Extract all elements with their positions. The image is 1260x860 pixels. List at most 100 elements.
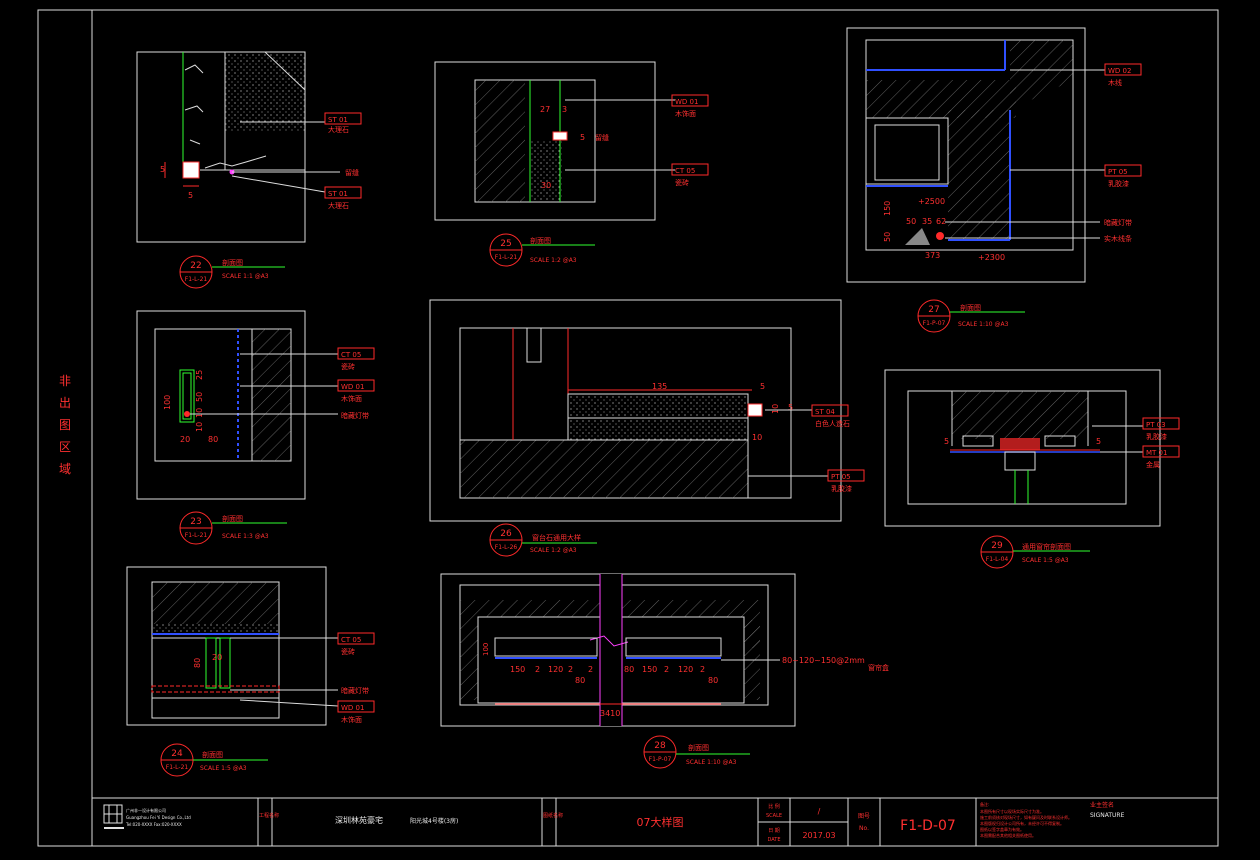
detail-27-callout: 27 F1-P-07 剖面图 SCALE 1:10 @A3 (917, 299, 1025, 333)
svg-text:10: 10 (752, 433, 762, 442)
svg-text:剖面图: 剖面图 (960, 303, 981, 312)
svg-text:ST 01: ST 01 (328, 190, 348, 198)
svg-text:2: 2 (535, 665, 540, 674)
svg-text:80: 80 (624, 665, 634, 674)
svg-text:大理石: 大理石 (328, 125, 349, 134)
svg-text:F1-L-21: F1-L-21 (185, 276, 208, 283)
detail-24: 80 20 CT 05 瓷砖 暗藏灯带 WD 01 木饰面 (126, 566, 375, 726)
svg-text:窗帘盒: 窗帘盒 (868, 663, 889, 672)
svg-text:SCALE: SCALE (766, 813, 782, 819)
company-name: 广州非一设计有限公司 (126, 807, 166, 813)
svg-text:F1-L-04: F1-L-04 (986, 556, 1009, 563)
svg-text:木线: 木线 (1108, 78, 1122, 87)
company-logo (103, 804, 124, 829)
svg-text:80: 80 (193, 658, 202, 668)
detail-25: 27 3 30 5 WD 01 木饰面 留缝 CT 05 瓷砖 (434, 61, 709, 221)
drawing-name: 07大样图 (637, 815, 684, 829)
non-output-area-label: 非 出 图 区 域 (59, 374, 71, 476)
svg-text:乳胶漆: 乳胶漆 (1146, 432, 1167, 441)
svg-text:62: 62 (936, 217, 946, 226)
detail-29: 5 5 PT 03 乳胶漆 MT 01 金属 (884, 369, 1180, 527)
svg-text:25: 25 (500, 239, 511, 249)
svg-text:暗藏灯带: 暗藏灯带 (341, 686, 369, 695)
svg-text:5: 5 (580, 133, 585, 142)
svg-text:373: 373 (925, 251, 940, 260)
svg-text:SCALE 1:2 @A3: SCALE 1:2 @A3 (530, 257, 577, 264)
detail-23-callout: 23 F1-L-21 剖面图 SCALE 1:3 @A3 (179, 511, 287, 545)
svg-text:5: 5 (160, 165, 165, 174)
svg-text:20: 20 (212, 653, 222, 662)
svg-text:2: 2 (568, 665, 573, 674)
svg-text:150: 150 (510, 665, 525, 674)
svg-text:剖面图: 剖面图 (530, 236, 551, 245)
svg-text:24: 24 (171, 749, 183, 759)
svg-text:F1-P-07: F1-P-07 (923, 320, 946, 327)
svg-text:区: 区 (59, 440, 71, 454)
svg-text:日 期: 日 期 (768, 828, 780, 834)
title-block: 广州非一设计有限公司 Guangzhou Fei Yi Design Co.,L… (92, 797, 1218, 846)
svg-text:5: 5 (760, 382, 765, 391)
detail-22: 5 5 ST 01 大理石 留缝 ST 01 大理石 (136, 51, 362, 243)
svg-text:剖面图: 剖面图 (688, 743, 709, 752)
svg-text:10: 10 (195, 408, 204, 418)
svg-text:35: 35 (922, 217, 932, 226)
svg-text:F1-L-21: F1-L-21 (166, 764, 189, 771)
svg-text:Tel:020-XXXX Fax:020-XXXX: Tel:020-XXXX Fax:020-XXXX (125, 822, 182, 827)
svg-text:域: 域 (59, 462, 71, 476)
svg-text:施工前须核对现场尺寸，如有疑问及时联系设计师。: 施工前须核对现场尺寸，如有疑问及时联系设计师。 (980, 814, 1072, 820)
svg-text:Guangzhou Fei Yi Design Co.,Lt: Guangzhou Fei Yi Design Co.,Ltd (126, 815, 191, 820)
svg-text:备注:: 备注: (980, 801, 989, 807)
detail-27: +2500 150 50 50 35 62 373 +2300 WD 02 木线… (846, 27, 1142, 283)
svg-text:120: 120 (678, 665, 693, 674)
detail-28-callout: 28 F1-P-07 剖面图 SCALE 1:10 @A3 (643, 735, 750, 769)
svg-text:剖面图: 剖面图 (222, 514, 243, 523)
detail-26-callout: 26 F1-L-26 窗台石通用大样 SCALE 1:2 @A3 (489, 523, 597, 557)
drawing-number: F1-D-07 (900, 818, 956, 834)
svg-text:27: 27 (928, 305, 939, 315)
svg-text:非: 非 (59, 374, 71, 388)
svg-text:本图需配合其他相关图纸使用。: 本图需配合其他相关图纸使用。 (980, 832, 1036, 838)
detail-25-callout: 25 F1-L-21 剖面图 SCALE 1:2 @A3 (489, 233, 595, 267)
svg-text:乳胶漆: 乳胶漆 (831, 484, 852, 493)
svg-text:剖面图: 剖面图 (222, 258, 243, 267)
svg-text:150: 150 (883, 201, 892, 216)
svg-text:CT 05: CT 05 (341, 351, 361, 359)
svg-text:5: 5 (788, 403, 793, 412)
svg-text:2: 2 (700, 665, 705, 674)
svg-text:WD 01: WD 01 (341, 704, 364, 712)
svg-text:木饰面: 木饰面 (341, 394, 362, 403)
svg-text:实木线条: 实木线条 (1104, 234, 1132, 243)
svg-text:出: 出 (59, 396, 71, 410)
svg-text:50: 50 (195, 392, 204, 402)
svg-text:SCALE 1:5 @A3: SCALE 1:5 @A3 (200, 765, 247, 772)
svg-text:瓷砖: 瓷砖 (675, 178, 689, 187)
svg-text:工程名称: 工程名称 (259, 812, 279, 819)
svg-text:白色人造石: 白色人造石 (815, 419, 850, 428)
svg-text:本图所有尺寸以现场实际尺寸为准。: 本图所有尺寸以现场实际尺寸为准。 (980, 808, 1044, 814)
svg-text:瓷砖: 瓷砖 (341, 362, 355, 371)
detail-26: 135 5 10 5 10 ST 04 白色人造石 PT 05 乳胶漆 (429, 299, 865, 522)
svg-text:留缝: 留缝 (595, 133, 609, 142)
svg-text:图纸名称: 图纸名称 (543, 812, 563, 819)
svg-text:80: 80 (208, 435, 218, 444)
detail-22-callout: 22 F1-L-21 剖面图 SCALE 1:1 @A3 (179, 255, 285, 289)
svg-text:F1-L-21: F1-L-21 (495, 254, 518, 261)
svg-text:大理石: 大理石 (328, 201, 349, 210)
svg-text:瓷砖: 瓷砖 (341, 647, 355, 656)
svg-text:PT 05: PT 05 (831, 473, 851, 481)
svg-text:80~120~150@2mm: 80~120~150@2mm (782, 656, 865, 665)
svg-text:10: 10 (771, 404, 780, 414)
svg-text:30: 30 (541, 181, 551, 190)
svg-text:SCALE 1:10 @A3: SCALE 1:10 @A3 (686, 759, 737, 766)
svg-text:+2300: +2300 (978, 253, 1005, 262)
svg-text:120: 120 (548, 665, 563, 674)
svg-text:150: 150 (642, 665, 657, 674)
svg-text:2: 2 (664, 665, 669, 674)
svg-text:SCALE 1:10 @A3: SCALE 1:10 @A3 (958, 321, 1009, 328)
svg-text:图: 图 (59, 418, 71, 432)
svg-text:F1-L-21: F1-L-21 (185, 532, 208, 539)
tag-st01: ST 01 (328, 116, 348, 124)
detail-28: 150 2 120 2 80 2 150 2 120 2 80 80 3410 … (440, 573, 889, 727)
svg-text:20: 20 (180, 435, 190, 444)
svg-text:WD 02: WD 02 (1108, 67, 1131, 75)
